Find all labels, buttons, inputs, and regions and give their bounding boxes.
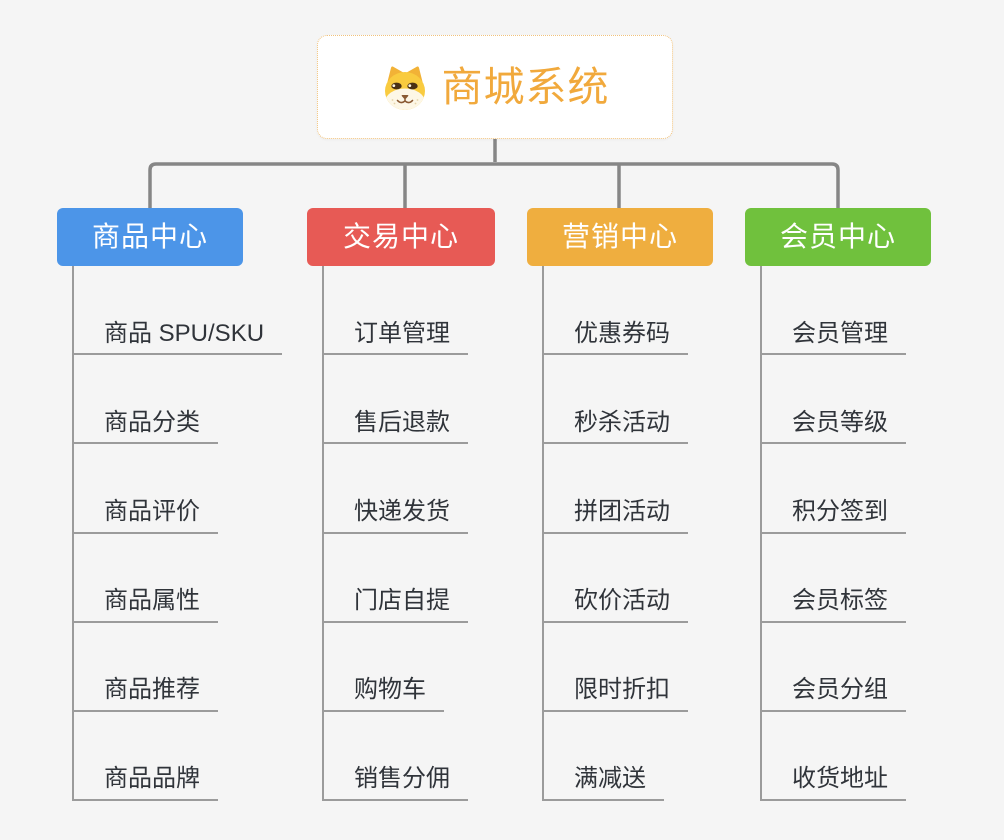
root-node[interactable]: 商城系统	[317, 35, 673, 139]
subtopic-item[interactable]: 商品评价	[74, 498, 218, 534]
branch-node-marketing-center[interactable]: 营销中心	[527, 208, 713, 266]
subtopic-item[interactable]: 商品品牌	[74, 765, 218, 802]
branch-node-trade-center[interactable]: 交易中心	[307, 208, 495, 266]
subtopic-item[interactable]: 秒杀活动	[544, 409, 688, 445]
subtopic-item[interactable]: 满减送	[544, 765, 664, 802]
bus-line	[148, 162, 840, 208]
subtopic-item[interactable]: 快递发货	[324, 498, 468, 534]
branch-node-member-center[interactable]: 会员中心	[745, 208, 931, 266]
branch-children-trade-center: 订单管理 售后退款 快递发货 门店自提 购物车 销售分佣	[322, 266, 468, 802]
subtopic-item[interactable]: 商品分类	[74, 409, 218, 445]
root-node-label: 商城系统	[441, 63, 610, 110]
subtopic-item[interactable]: 售后退款	[324, 409, 468, 445]
subtopic-item[interactable]: 限时折扣	[544, 676, 688, 712]
subtopic-item[interactable]: 门店自提	[324, 587, 468, 623]
subtopic-item[interactable]: 销售分佣	[324, 765, 468, 802]
subtopic-item[interactable]: 收货地址	[762, 765, 906, 802]
branch-children-marketing-center: 优惠券码 秒杀活动 拼团活动 砍价活动 限时折扣 满减送	[542, 266, 688, 802]
subtopic-item[interactable]: 会员分组	[762, 676, 906, 712]
subtopic-item[interactable]: 会员等级	[762, 409, 906, 445]
subtopic-item[interactable]: 优惠券码	[544, 320, 688, 356]
subtopic-item[interactable]: 商品属性	[74, 587, 218, 623]
subtopic-item[interactable]: 购物车	[324, 676, 444, 712]
subtopic-item[interactable]: 拼团活动	[544, 498, 688, 534]
subtopic-item[interactable]: 订单管理	[324, 320, 468, 356]
subtopic-item[interactable]: 商品 SPU/SKU	[74, 320, 283, 356]
subtopic-item[interactable]: 砍价活动	[544, 587, 688, 623]
branch-node-product-center[interactable]: 商品中心	[57, 208, 243, 266]
subtopic-item[interactable]: 会员标签	[762, 587, 906, 623]
subtopic-item[interactable]: 会员管理	[762, 320, 906, 356]
subtopic-item[interactable]: 商品推荐	[74, 676, 218, 712]
dog-face-icon	[384, 66, 425, 110]
branch-children-product-center: 商品 SPU/SKU 商品分类 商品评价 商品属性 商品推荐 商品品牌	[72, 266, 283, 802]
branch-children-member-center: 会员管理 会员等级 积分签到 会员标签 会员分组 收货地址	[760, 266, 906, 802]
subtopic-item[interactable]: 积分签到	[762, 498, 906, 534]
